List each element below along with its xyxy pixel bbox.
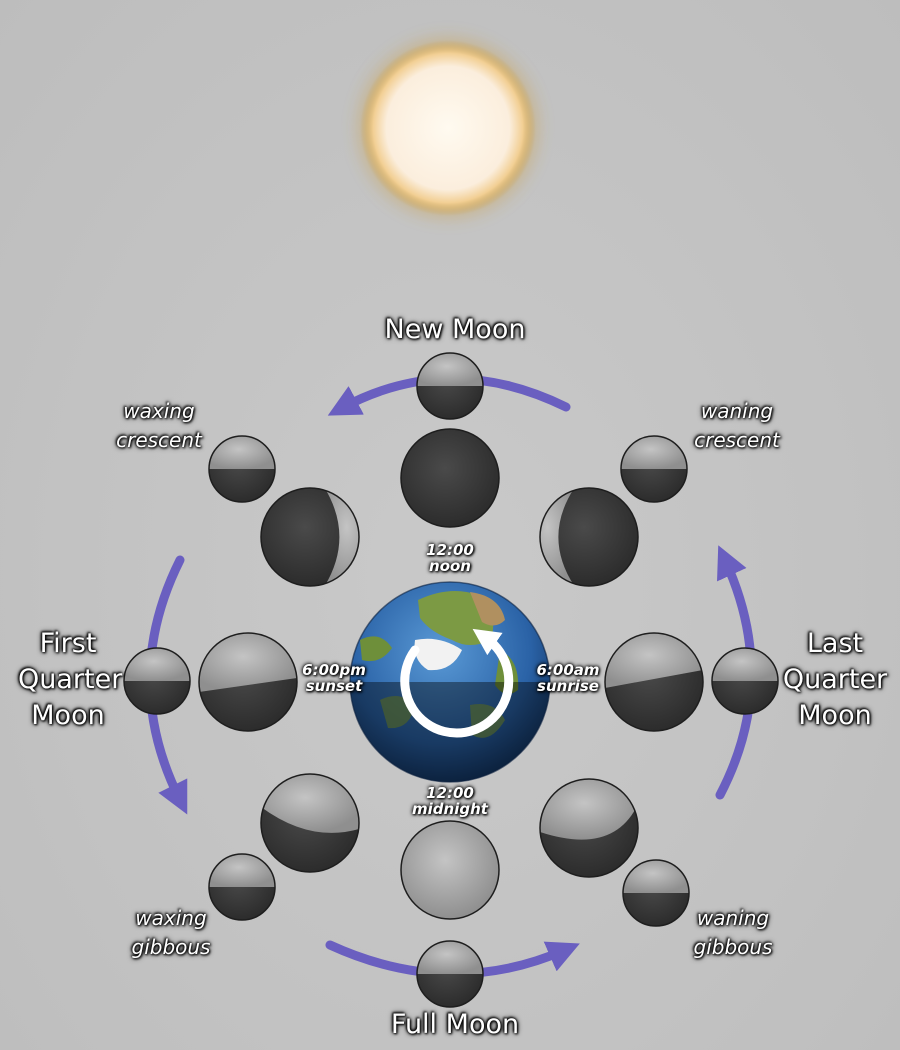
label-first-quarter-line-2: Quarter [18,664,123,695]
label-time-midnight-line-2: midnight [412,800,488,818]
label-waxing-crescent: waxing crescent [100,397,218,455]
label-waning-crescent: waning crescent [678,397,796,455]
moon-view-waning-crescent [539,487,639,587]
moon-orbit-new [416,352,484,420]
label-time-midnight: 12:00 midnight [405,785,495,817]
moon-orbit-waxing-crescent [208,435,276,503]
earth-globe-icon [349,581,551,783]
moon-view-first-quarter [198,632,298,732]
moon-view-waxing-gibbous [260,773,360,873]
moon-orbit-waning-crescent [620,435,688,503]
label-waning-gibbous: waning gibbous [674,904,792,962]
moon-orbit-last-quarter [711,647,779,715]
label-time-sunset-line-1: 6:00pm [302,661,366,679]
label-time-sunrise-line-2: sunrise [537,677,599,695]
label-time-noon-line-2: noon [429,557,471,575]
label-waxing-gibbous: waxing gibbous [112,904,230,962]
label-first-quarter-line-1: First [39,628,97,659]
label-waning-gibbous-line-2: gibbous [693,935,773,959]
label-waning-gibbous-line-1: waning [696,906,770,930]
moon-view-new [400,428,500,528]
label-last-quarter-line-3: Moon [798,700,872,731]
label-waxing-crescent-line-1: waxing [123,399,195,423]
label-new-moon: New Moon [384,314,526,345]
counterclockwise-rotation-arrow-icon [400,628,514,738]
moon-orbit-full [416,940,484,1008]
label-time-midnight-line-1: 12:00 [426,784,474,802]
label-first-quarter-line-3: Moon [31,700,105,731]
label-time-sunrise-line-1: 6:00am [536,661,600,679]
label-waxing-gibbous-line-1: waxing [135,906,207,930]
label-full-moon: Full Moon [390,1009,520,1040]
label-waxing-crescent-line-2: crescent [116,428,202,452]
label-waxing-gibbous-line-2: gibbous [131,935,211,959]
moon-view-last-quarter [604,632,704,732]
moon-view-waxing-crescent [260,487,360,587]
label-time-sunset: 6:00pm sunset [298,662,370,694]
label-last-quarter: Last Quarter Moon [782,626,888,734]
sun-icon [348,28,548,228]
moon-view-full [400,820,500,920]
moons-layer [123,352,779,1008]
moon-view-waning-gibbous [539,778,639,878]
label-first-quarter: First Quarter Moon [18,626,123,734]
moon-orbit-waning-gibbous [622,859,690,927]
label-last-quarter-line-2: Quarter [782,664,888,695]
label-time-sunrise: 6:00am sunrise [532,662,604,694]
label-time-noon: 12:00 noon [410,542,490,574]
label-waning-crescent-line-2: crescent [694,428,780,452]
label-last-quarter-line-1: Last [806,628,864,659]
label-time-sunset-line-2: sunset [305,677,363,695]
label-waning-crescent-line-1: waning [700,399,774,423]
moon-orbit-first-quarter [123,647,191,715]
label-time-noon-line-1: 12:00 [426,541,474,559]
